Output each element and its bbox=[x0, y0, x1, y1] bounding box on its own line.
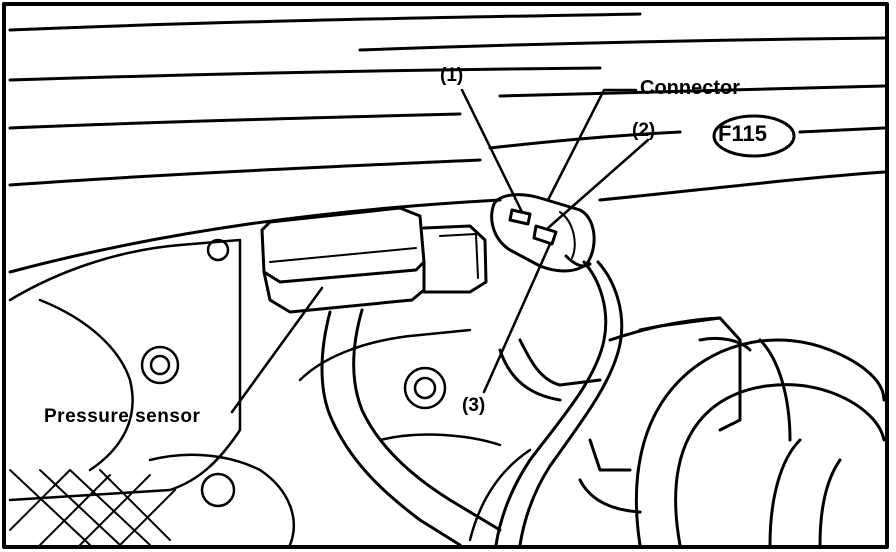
engine-block-outlines bbox=[8, 238, 532, 547]
callout-3-label: (3) bbox=[462, 395, 486, 416]
grille-mesh bbox=[9, 469, 176, 546]
pressure-sensor-label: Pressure sensor bbox=[44, 406, 201, 427]
callout-2-label: (2) bbox=[632, 120, 656, 141]
hood-panel-lines bbox=[8, 12, 886, 274]
wiring-harness bbox=[494, 260, 752, 547]
figure-code-label: F115 bbox=[718, 121, 767, 146]
leader-lines bbox=[230, 88, 650, 414]
figure-code-oval bbox=[712, 114, 796, 158]
hoses bbox=[578, 338, 886, 547]
connector bbox=[490, 193, 596, 273]
pressure-sensor bbox=[260, 206, 502, 547]
callout-1-label: (1) bbox=[440, 65, 464, 86]
connector-label: Connector bbox=[640, 77, 740, 99]
